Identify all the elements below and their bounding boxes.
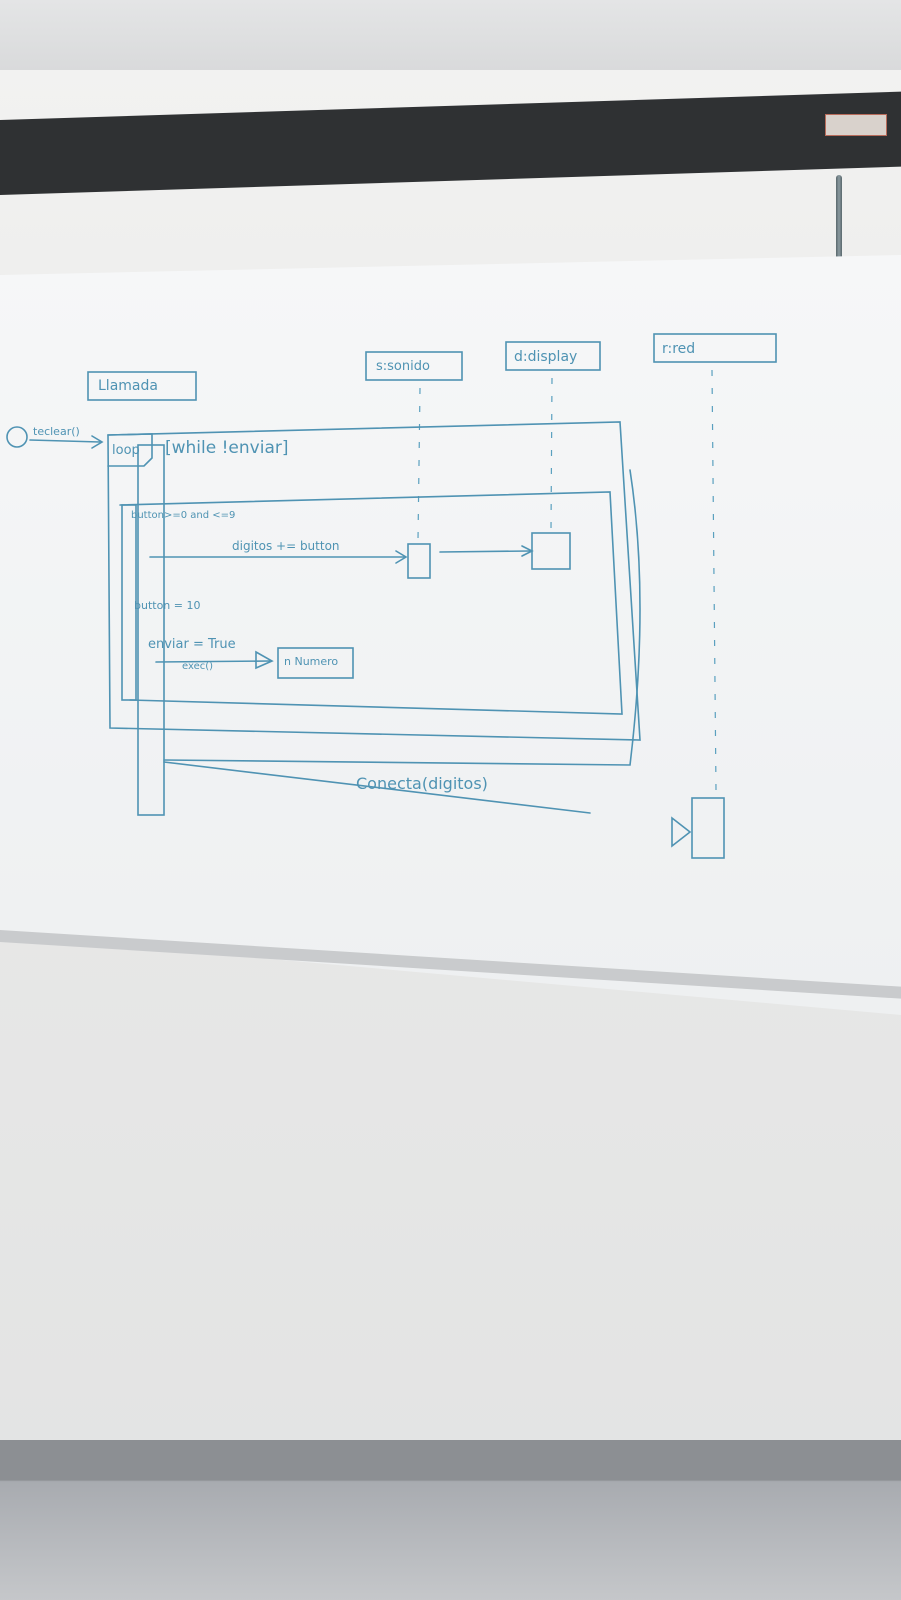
message-label-enviar: enviar = True bbox=[148, 637, 236, 652]
lifeline-box-sonido bbox=[365, 351, 463, 381]
lifeline-label-sonido: s:sonido bbox=[376, 359, 430, 374]
loop-frame bbox=[107, 421, 641, 741]
floor-baseboard bbox=[0, 1440, 901, 1600]
arrowhead-digitos bbox=[395, 550, 408, 564]
alt-frame bbox=[119, 491, 623, 715]
message-label-teclear: teclear() bbox=[33, 425, 80, 438]
lifeline-sonido bbox=[417, 387, 421, 541]
ceiling bbox=[0, 0, 901, 70]
lifeline-red bbox=[711, 369, 717, 791]
fragment-guard: [while !enviar] bbox=[165, 438, 289, 458]
message-arrow-teclear bbox=[29, 439, 101, 443]
message-arrow-conecta bbox=[163, 761, 591, 814]
fragment-operator-loop: loop bbox=[112, 443, 140, 458]
activation-red bbox=[691, 797, 725, 859]
arrowhead-conecta bbox=[671, 816, 692, 848]
warning-label bbox=[825, 114, 887, 136]
arrowhead-enviar bbox=[255, 650, 274, 670]
activation-llamada bbox=[137, 444, 165, 816]
numero-box bbox=[277, 647, 354, 679]
condition-button-10: button = 10 bbox=[134, 599, 201, 612]
message-arrow-enviar bbox=[155, 660, 271, 663]
lifeline-box-llamada bbox=[87, 371, 197, 401]
frame-outline bbox=[163, 469, 641, 766]
lifeline-box-display bbox=[505, 341, 601, 371]
lifeline-label-llamada: Llamada bbox=[98, 378, 158, 394]
lifeline-box-red bbox=[653, 333, 777, 363]
lifeline-display bbox=[550, 377, 553, 531]
message-label-digitos: digitos += button bbox=[232, 539, 340, 553]
arrowhead-teclear bbox=[91, 435, 104, 449]
condition-digits: button>=0 and <=9 bbox=[131, 510, 236, 521]
lifeline-label-red: r:red bbox=[662, 341, 696, 357]
message-label-conecta: Conecta(digitos) bbox=[356, 774, 488, 793]
found-message-dot bbox=[6, 426, 28, 448]
activation-display bbox=[531, 532, 571, 570]
loop-operator-tab bbox=[107, 433, 153, 467]
lifeline-label-display: d:display bbox=[514, 349, 578, 365]
whiteboard bbox=[0, 255, 901, 1015]
numero-box-label: n Numero bbox=[284, 655, 339, 668]
message-label-exec: exec() bbox=[182, 661, 214, 672]
message-arrow-display bbox=[439, 550, 531, 553]
activation-sonido bbox=[407, 543, 431, 579]
